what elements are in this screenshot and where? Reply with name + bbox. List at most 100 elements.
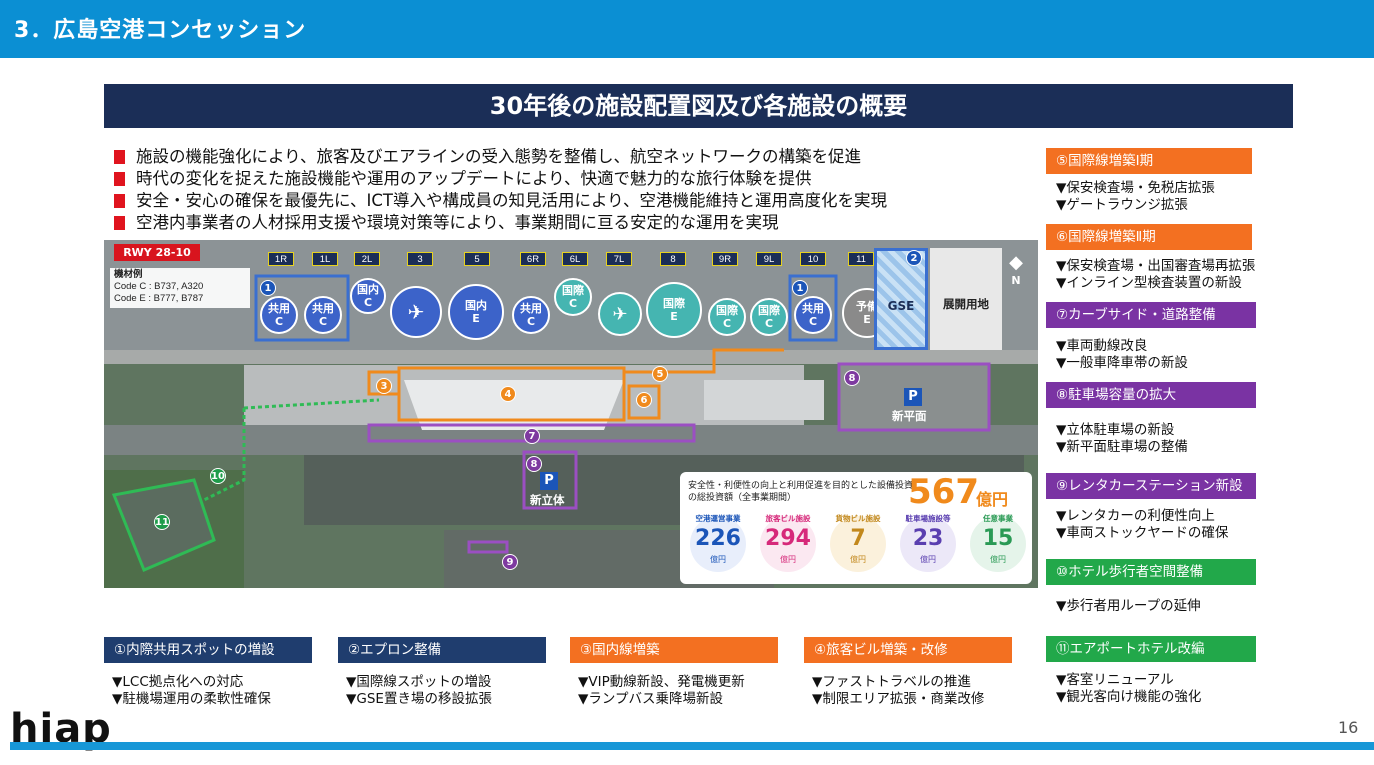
investment-item: 空港運営事業 226 億円	[688, 514, 748, 572]
section-line: ▼駐機場運用の柔軟性確保	[112, 691, 271, 707]
spot-label: 3	[407, 252, 433, 266]
section-header-intl-phase2: ⑥国際線増築Ⅱ期	[1046, 224, 1252, 250]
red-square-icon	[114, 150, 125, 164]
spot-label: 10	[800, 252, 826, 266]
marker-1: 1	[792, 280, 808, 296]
section-line: ▼ゲートラウンジ拡張	[1056, 197, 1188, 213]
spot-label: 1R	[268, 252, 294, 266]
new-flat-parking-label: 新平面	[892, 409, 927, 423]
section-line: ▼ファストトラベルの推進	[812, 674, 971, 690]
section-line: ▼国際線スポットの増設	[346, 674, 492, 690]
section-line: ▼レンタカーの利便性向上	[1056, 508, 1215, 524]
parking-icon: P	[904, 388, 922, 406]
section-line: ▼制限エリア拡張・商業改修	[812, 691, 985, 707]
marker-3: 3	[376, 378, 392, 394]
section-header-hotel-walkway: ⑩ホテル歩行者空間整備	[1046, 559, 1256, 585]
section-header-airport-hotel: ⑪エアポートホテル改編	[1046, 636, 1256, 662]
marker-9: 9	[502, 554, 518, 570]
section-line: ▼客室リニューアル	[1056, 672, 1174, 688]
airport-layout-map: RWY 28-10 機材例 Code C : B737, A320 Code E…	[104, 240, 1038, 588]
marker-4: 4	[500, 386, 516, 402]
spot-label: 11	[848, 252, 874, 266]
section-line: ▼車両動線改良	[1056, 338, 1148, 354]
investment-item: 駐車場施設等 23 億円	[898, 514, 958, 572]
marker-8: 8	[526, 456, 542, 472]
section-line: ▼VIP動線新設、発電機更新	[578, 674, 745, 690]
investment-item: 旅客ビル施設 294 億円	[758, 514, 818, 572]
bullet-item: 時代の変化を捉えた施設機能や運用のアップデートにより、快適で魅力的な旅行体験を提…	[112, 168, 1032, 190]
marker-7: 7	[524, 428, 540, 444]
red-square-icon	[114, 194, 125, 208]
header-bar: 3．広島空港コンセッション	[0, 0, 1374, 58]
bullet-item: 空港内事業者の人材採用支援や環境対策等により、事業期間に亘る安定的な運用を実現	[112, 212, 1032, 234]
red-square-icon	[114, 172, 125, 186]
marker-11: 11	[154, 514, 170, 530]
page-number: 16	[1338, 718, 1359, 737]
section-line: ▼立体駐車場の新設	[1056, 422, 1175, 438]
section-line: ▼ランプバス乗降場新設	[578, 691, 723, 707]
bullet-item: 施設の機能強化により、旅客及びエアラインの受入態勢を整備し、航空ネットワークの構…	[112, 146, 1032, 168]
section-header-domestic: ③国内線増築	[570, 637, 778, 663]
investment-total: 567	[908, 472, 979, 512]
section-header-curbside: ⑦カーブサイド・道路整備	[1046, 302, 1256, 328]
spot-label: 6R	[520, 252, 546, 266]
page-title: 3．広島空港コンセッション	[14, 18, 307, 43]
investment-item: 任意事業 15 億円	[968, 514, 1028, 572]
section-line: ▼保安検査場・免税店拡張	[1056, 180, 1215, 196]
section-line: ▼観光客向け機能の強化	[1056, 689, 1202, 705]
marker-8: 8	[844, 370, 860, 386]
spot-label: 5	[464, 252, 490, 266]
airplane-icon: ✈	[598, 292, 642, 336]
slide-banner: 30年後の施設配置図及び各施設の概要	[104, 84, 1293, 128]
marker-10: 10	[210, 468, 226, 484]
spot-label: 2L	[354, 252, 380, 266]
section-header-apron: ②エプロン整備	[338, 637, 546, 663]
section-header-intl-phase1: ⑤国際線増築Ⅰ期	[1046, 148, 1252, 174]
section-line: ▼歩行者用ループの延伸	[1056, 598, 1201, 614]
section-header-shared-spot: ①内際共用スポットの増設	[104, 637, 312, 663]
runway-label: RWY 28-10	[114, 244, 200, 261]
spot-label: 9R	[712, 252, 738, 266]
investment-total-unit: 億円	[976, 490, 1009, 509]
spot-label: 7L	[606, 252, 632, 266]
section-line: ▼保安検査場・出国審査場再拡張	[1056, 258, 1256, 274]
marker-5: 5	[652, 366, 668, 382]
section-line: ▼インライン型検査装置の新設	[1056, 275, 1242, 291]
section-line: ▼LCC拠点化への対応	[112, 674, 244, 690]
section-header-parking: ⑧駐車場容量の拡大	[1046, 382, 1256, 408]
bullet-list: 施設の機能強化により、旅客及びエアラインの受入態勢を整備し、航空ネットワークの構…	[112, 146, 1032, 234]
red-square-icon	[114, 216, 125, 230]
footer-line	[10, 742, 1374, 750]
aircraft-legend: 機材例 Code C : B737, A320 Code E : B777, B…	[110, 268, 250, 308]
spot-label: 6L	[562, 252, 588, 266]
investment-description: 安全性・利便性の向上と利用促進を目的とした設備投資の総投資額（全事業期間）	[688, 481, 914, 503]
section-header-terminal: ④旅客ビル増築・改修	[804, 637, 1012, 663]
bullet-item: 安全・安心の確保を最優先に、ICT導入や構成員の知見活用により、空港機能維持と運…	[112, 190, 1032, 212]
marker-6: 6	[636, 392, 652, 408]
north-arrow-icon: ◆ N	[1009, 252, 1023, 287]
section-line: ▼GSE置き場の移設拡張	[346, 691, 492, 707]
spot-label: 1L	[312, 252, 338, 266]
marker-1: 1	[260, 280, 276, 296]
airplane-icon: ✈	[390, 286, 442, 338]
spot-label: 8	[660, 252, 686, 266]
section-line: ▼車両ストックヤードの確保	[1056, 525, 1229, 541]
investment-item: 貨物ビル施設 7 億円	[828, 514, 888, 572]
marker-2: 2	[906, 250, 922, 266]
section-line: ▼一般車降車帯の新設	[1056, 355, 1188, 371]
new-multistory-parking-label: 新立体	[530, 493, 565, 507]
section-header-rentacar: ⑨レンタカーステーション新設	[1046, 473, 1256, 499]
parking-icon: P	[540, 472, 558, 490]
investment-summary: 安全性・利便性の向上と利用促進を目的とした設備投資の総投資額（全事業期間） 56…	[680, 472, 1032, 584]
section-line: ▼新平面駐車場の整備	[1056, 439, 1188, 455]
